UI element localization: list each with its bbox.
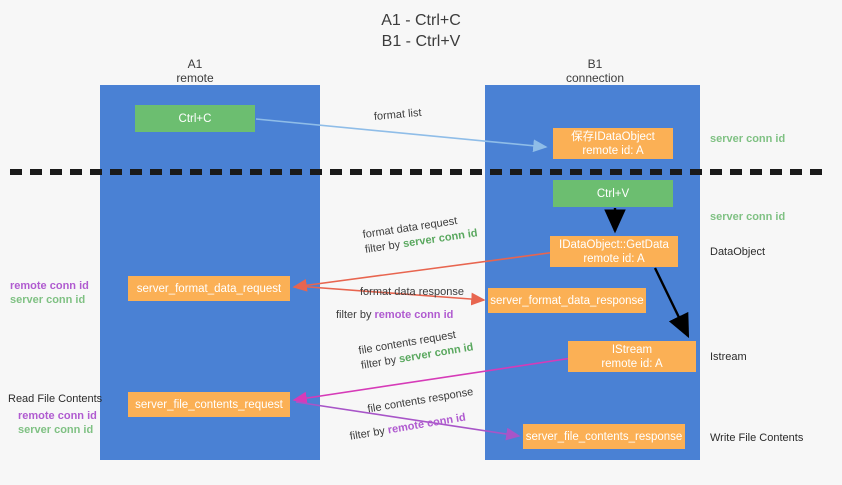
filter-prefix: filter by	[348, 424, 389, 443]
label-conn-ids-format: remote conn id server conn id	[10, 279, 89, 307]
flow-label-format-data-request: format data request filter by server con…	[362, 211, 479, 257]
label-dataobject: DataObject	[710, 246, 766, 258]
diagram-title: A1 - Ctrl+C B1 - Ctrl+V	[0, 10, 842, 52]
label-read-file-contents-group: Read File Contents remote conn id server…	[8, 392, 102, 437]
label-server-conn-id-mid: server conn id	[710, 211, 786, 223]
box-istream-line2: remote id: A	[601, 357, 663, 370]
label-server-conn-id-1: server conn id	[10, 294, 86, 306]
box-server-format-data-request-label: server_format_data_request	[136, 282, 282, 295]
label-server-conn-id-2: server conn id	[18, 424, 94, 436]
box-server-file-contents-response-label: server_file_contents_response	[525, 430, 683, 443]
box-server-format-data-request[interactable]: server_format_data_request	[128, 276, 290, 301]
box-server-format-data-response-label: server_format_data_response	[490, 294, 644, 307]
title-line-2: B1 - Ctrl+V	[381, 33, 461, 50]
label-server-conn-id-top: server conn id	[710, 133, 786, 145]
flow-label-file-contents-request: file contents request filter by server c…	[358, 325, 475, 373]
box-getdata-line2: remote id: A	[583, 252, 645, 265]
box-save-idataobject-line2: remote id: A	[582, 144, 644, 157]
box-save-idataobject[interactable]: 保存IDataObject remote id: A	[553, 128, 673, 159]
flow-label-format-list-text: format list	[373, 106, 423, 123]
filter-value-remote-conn-id: remote conn id	[386, 411, 467, 437]
box-getdata-line1: IDataObject::GetData	[559, 238, 669, 251]
label-write-file-contents: Write File Contents	[710, 432, 804, 444]
label-remote-conn-id-2: remote conn id	[18, 410, 97, 422]
box-ctrl-c[interactable]: Ctrl+C	[135, 105, 255, 132]
flow-label-format-data-response-line1: format data response	[360, 286, 464, 298]
lane-b1-name: B1	[587, 57, 603, 71]
box-server-file-contents-request[interactable]: server_file_contents_request	[128, 392, 290, 417]
label-istream: Istream	[710, 351, 747, 363]
filter-value-remote-conn-id: remote conn id	[374, 309, 454, 321]
box-ctrl-c-label: Ctrl+C	[178, 112, 212, 125]
title-line-1: A1 - Ctrl+C	[381, 12, 461, 29]
lane-a1-header: A1 remote	[140, 57, 250, 85]
lane-a1-sub: remote	[176, 71, 214, 85]
box-server-file-contents-request-label: server_file_contents_request	[135, 398, 283, 411]
box-getdata[interactable]: IDataObject::GetData remote id: A	[550, 236, 678, 267]
flow-label-file-contents-response: file contents response filter by remote …	[345, 385, 479, 445]
flow-label-format-list: format list	[373, 107, 422, 123]
box-server-file-contents-response[interactable]: server_file_contents_response	[523, 424, 685, 449]
flow-label-format-data-response: format data response filter by remote co…	[336, 285, 464, 323]
box-ctrl-v-label: Ctrl+V	[596, 187, 630, 200]
box-server-format-data-response[interactable]: server_format_data_response	[488, 288, 646, 313]
lane-a1-name: A1	[187, 57, 203, 71]
lane-b1-sub: connection	[565, 71, 625, 85]
label-remote-conn-id-1: remote conn id	[10, 280, 89, 292]
box-istream-line1: IStream	[611, 343, 653, 356]
label-read-file-contents: Read File Contents	[8, 393, 103, 405]
lane-b1-header: B1 connection	[540, 57, 650, 85]
box-save-idataobject-line1: 保存IDataObject	[571, 130, 655, 143]
box-ctrl-v[interactable]: Ctrl+V	[553, 180, 673, 207]
flow-label-format-data-response-filter: filter by remote conn id	[336, 300, 464, 323]
box-istream[interactable]: IStream remote id: A	[568, 341, 696, 372]
filter-prefix: filter by	[336, 309, 375, 321]
